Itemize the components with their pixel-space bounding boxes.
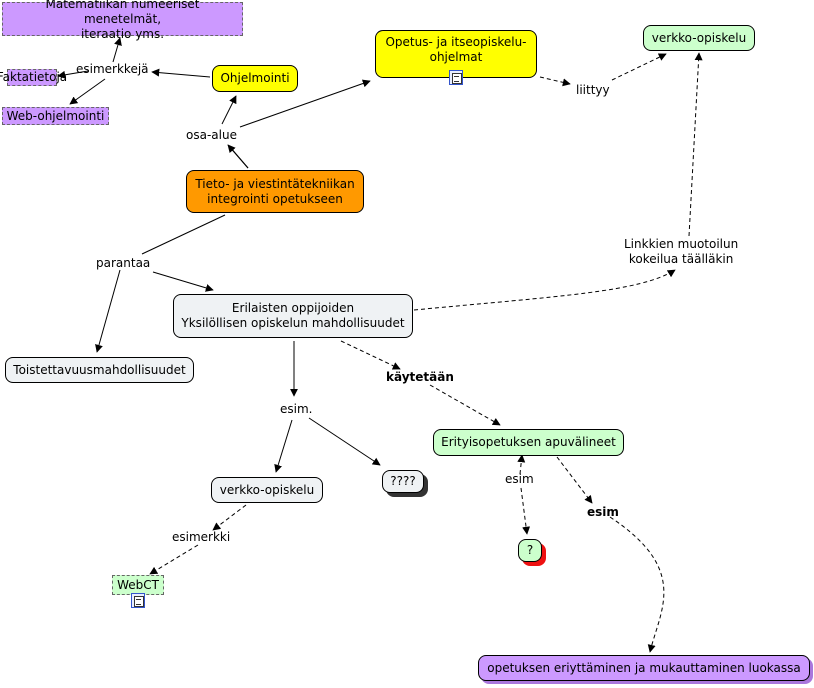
link-label-kaytetaan: käytetään [386,370,454,384]
edge-opetus-liittyy [539,76,571,87]
edge-esimerkkeja-matematiikan [112,37,122,63]
node-web-ohjelmointi[interactable]: Web-ohjelmointi [2,107,109,125]
edge-osa-alue-opetus [239,79,371,128]
node-question1[interactable]: ? [518,539,542,562]
document-icon[interactable] [449,70,463,85]
edge-parantaa-erilaisten [152,271,214,292]
node-matematiikan[interactable]: Matematiikan numeeriset menetelmät, iter… [2,0,243,41]
edge-esimerkkeja-web [69,78,106,105]
edge-erilaisten-linkkien [413,269,676,311]
node-verkko-opiskelu-mid[interactable]: verkko-opiskelu [211,477,323,503]
edge-tieto-parantaa [141,214,226,255]
link-label-liittyy: liittyy [576,83,610,97]
node-ohjelmointi[interactable]: Ohjelmointi [212,65,298,92]
edge-osa-alue-ohjelmointi [221,95,237,125]
node-opetuksen-eriyttaminen[interactable]: opetuksen eriyttäminen ja mukauttaminen … [478,655,810,681]
edge-erityis-esim2 [517,454,526,475]
edge-erityis-esim3 [556,456,593,504]
edge-liittyy-verkko [611,53,667,81]
link-label-esimerkki: esimerkki [172,530,231,544]
node-toistettavuus[interactable]: Toistettavuusmahdollisuudet [5,357,194,383]
link-label-linkkien: Linkkien muotoilun kokeilua täälläkin [624,237,739,266]
node-erilaisten[interactable]: Erilaisten oppijoiden Yksilöllisen opisk… [173,294,413,338]
edge-esim3-opetuksen [609,516,665,653]
node-tieto-viestinta[interactable]: Tieto- ja viestintätekniikan integrointi… [186,170,364,213]
link-label-esim3: esim [587,505,619,519]
edge-esim1-verkko [274,419,293,473]
document-icon[interactable] [131,593,145,608]
edge-esimerkki-webct [149,544,199,575]
edge-parantaa-toistettavuus [95,269,121,353]
edge-tieto-osa-alue-arrow [227,144,249,169]
edge-erilaisten-kaytetaan [340,340,401,370]
node-webct[interactable]: WebCT [112,575,164,595]
link-label-esimerkkeja: esimerkkejä [76,62,149,76]
link-label-osa-alue: osa-alue [186,128,237,142]
edge-esimerkkeja-faktatietoja [57,70,89,79]
node-question4[interactable]: ???? [382,470,424,493]
edge-kaytetaan-erityis [429,384,501,426]
edge-esim2-question1 [520,487,531,535]
node-erityisopetuksen[interactable]: Erityisopetuksen apuvälineet [433,429,624,456]
edge-linkkien-verkko [688,52,703,237]
edge-verkko-esimerkki [212,504,247,531]
node-faktatietoja[interactable]: Faktatietoja [0,69,68,86]
edge-esim1-question4 [308,417,381,466]
link-label-esim1: esim. [280,402,313,416]
node-verkko-opiskelu-top[interactable]: verkko-opiskelu [643,25,755,51]
edge-ohjelmointi-esimerkkeja [151,68,211,78]
link-label-esim2: esim [505,472,534,486]
link-label-parantaa: parantaa [96,256,151,270]
